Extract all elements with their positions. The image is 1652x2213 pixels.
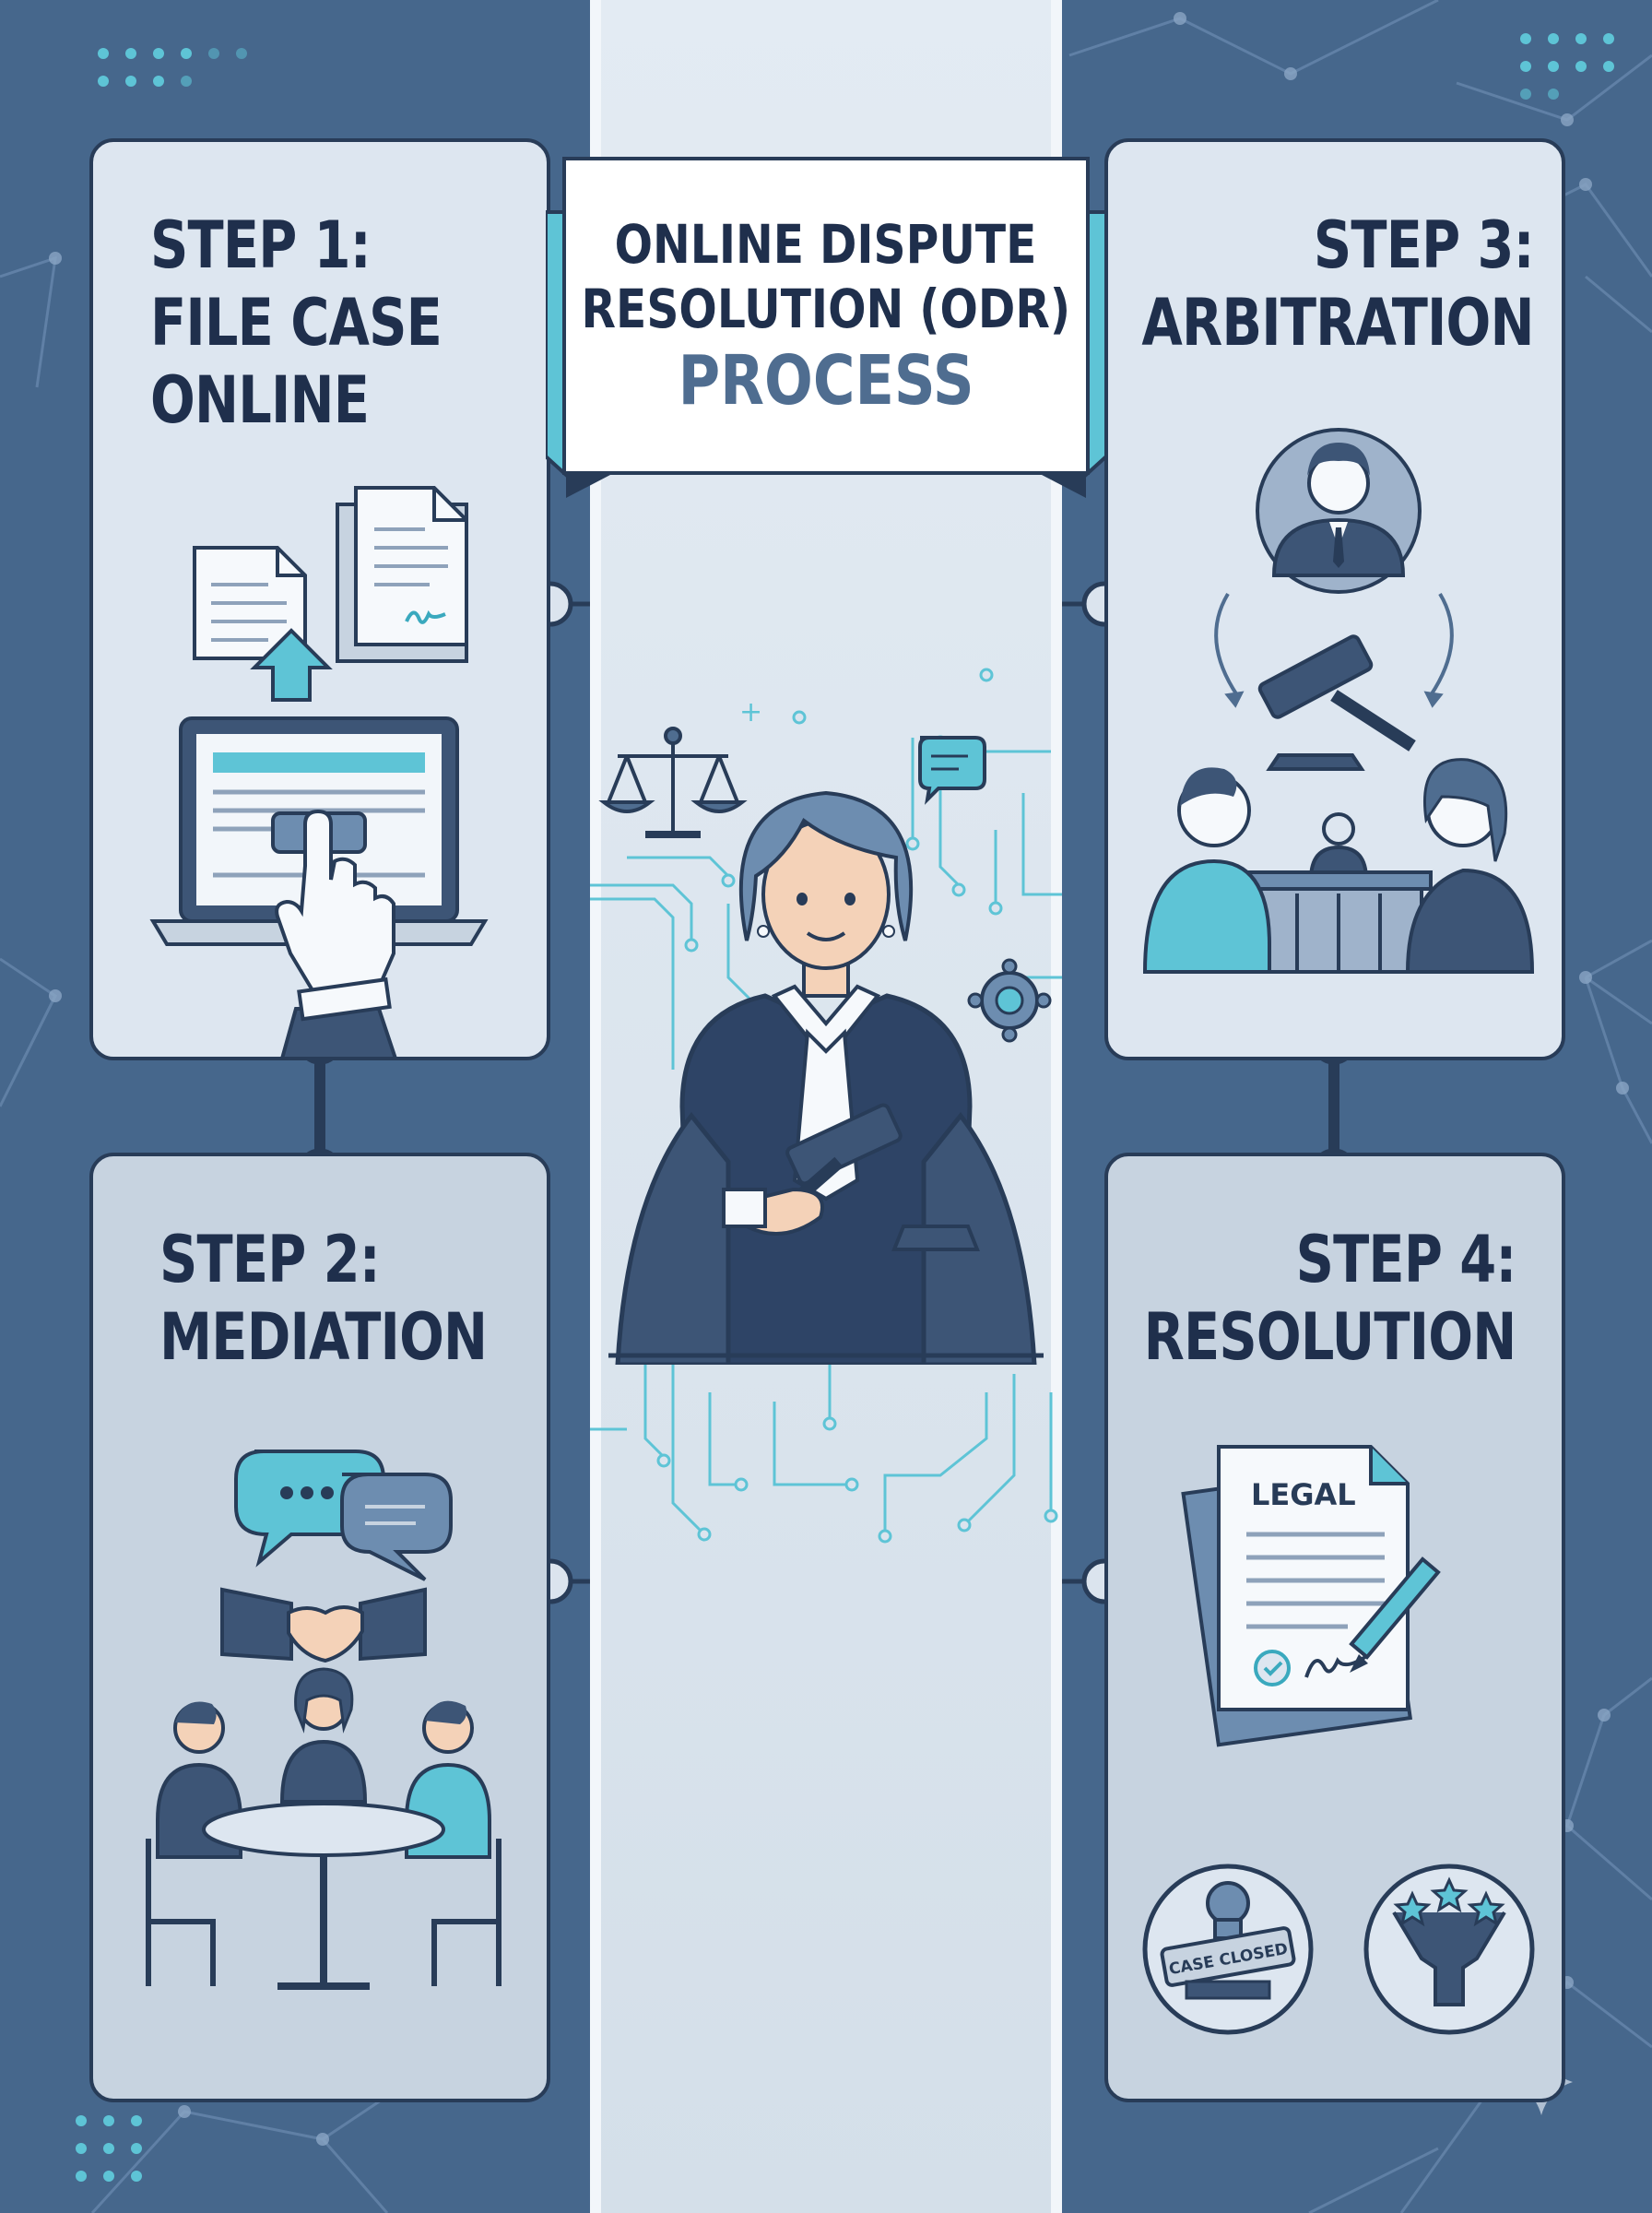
judge-icon: + bbox=[590, 668, 1062, 1365]
legal-document-icon: LEGAL bbox=[1181, 1445, 1413, 1747]
scales-icon bbox=[598, 727, 748, 838]
step-1-label: STEP 1: bbox=[150, 207, 372, 283]
gavel-icon bbox=[1257, 634, 1416, 771]
center-circuit bbox=[590, 1365, 1058, 1544]
celebration-icon bbox=[1363, 1864, 1535, 2035]
pointing-hand-icon bbox=[275, 809, 397, 1057]
step-2-label: STEP 2: bbox=[159, 1222, 381, 1297]
mediation-table-icon bbox=[146, 1667, 502, 1990]
document-upload-icon bbox=[193, 486, 468, 702]
step-3-label: STEP 3: bbox=[1314, 207, 1535, 283]
step-3-title: STEP 3: ARBITRATION bbox=[1141, 207, 1535, 361]
step-1-title-line: ONLINE bbox=[150, 362, 370, 438]
document-label: LEGAL bbox=[1251, 1477, 1356, 1512]
step-2-card: STEP 2: MEDIATION bbox=[89, 1153, 550, 2102]
step-3-card: STEP 3: ARBITRATION bbox=[1104, 138, 1565, 1060]
courtroom-icon bbox=[1142, 758, 1535, 974]
title-banner: ONLINE DISPUTE RESOLUTION (ODR) PROCESS bbox=[546, 157, 1106, 498]
case-closed-stamp-icon: CASE CLOSED bbox=[1142, 1864, 1314, 2035]
resolution-illustration: LEGAL CASE CLOSED bbox=[1142, 1445, 1535, 2035]
step-4-card: STEP 4: RESOLUTION LEGAL CASE CLOSED bbox=[1104, 1153, 1565, 2102]
step-2-title-line: MEDIATION bbox=[159, 1299, 488, 1375]
step-1-card: STEP 1: FILE CASE ONLINE bbox=[89, 138, 550, 1060]
pen-icon bbox=[1349, 1556, 1441, 1673]
step-1-title-line: FILE CASE bbox=[150, 285, 442, 361]
step-1-title: STEP 1: FILE CASE ONLINE bbox=[150, 207, 442, 439]
page-title-line-1: ONLINE DISPUTE bbox=[615, 212, 1037, 276]
circuit-icon bbox=[590, 738, 1062, 1070]
banner-ribbon bbox=[546, 210, 1106, 498]
handshake-icon bbox=[220, 1587, 427, 1663]
svg-text:+: + bbox=[739, 696, 762, 728]
arbitration-illustration bbox=[1142, 428, 1535, 974]
step-4-title: STEP 4: RESOLUTION bbox=[1143, 1221, 1516, 1376]
banner-box: ONLINE DISPUTE RESOLUTION (ODR) PROCESS bbox=[562, 157, 1090, 475]
page-title-line-2: RESOLUTION (ODR) bbox=[581, 277, 1071, 340]
arbitrator-avatar-icon bbox=[1256, 428, 1422, 594]
mediation-illustration bbox=[146, 1450, 502, 1990]
chat-bubbles-icon bbox=[234, 1450, 453, 1581]
step-4-title-line: RESOLUTION bbox=[1143, 1299, 1516, 1375]
file-case-illustration bbox=[149, 486, 489, 1057]
page-title-line-3: PROCESS bbox=[678, 340, 974, 420]
step-3-title-line: ARBITRATION bbox=[1141, 285, 1535, 361]
step-4-label: STEP 4: bbox=[1295, 1222, 1516, 1297]
step-2-title: STEP 2: MEDIATION bbox=[159, 1221, 488, 1376]
